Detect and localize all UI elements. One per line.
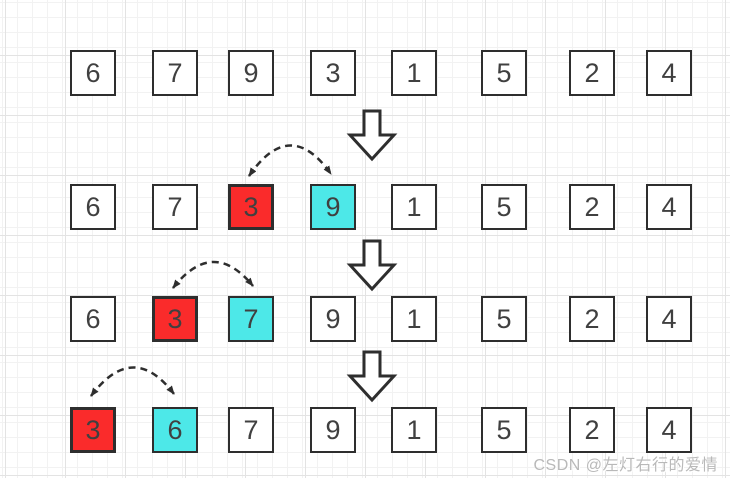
array-cell: 4 xyxy=(646,184,692,230)
array-cell-swap-target: 7 xyxy=(228,296,274,342)
watermark: CSDN @左灯右行的爱情 xyxy=(533,457,718,474)
down-arrow-icon xyxy=(346,109,398,162)
array-cell: 7 xyxy=(228,407,274,453)
array-cell: 5 xyxy=(481,50,527,96)
down-arrow-icon xyxy=(346,239,398,292)
array-cell: 1 xyxy=(391,296,437,342)
array-cell-swap-source: 3 xyxy=(152,296,198,342)
array-cell: 5 xyxy=(481,407,527,453)
array-cell: 9 xyxy=(228,50,274,96)
swap-arc-icon xyxy=(90,366,175,397)
array-cell-swap-source: 3 xyxy=(228,184,274,230)
array-cell: 7 xyxy=(152,50,198,96)
array-cell: 4 xyxy=(646,296,692,342)
array-cell: 3 xyxy=(310,50,356,96)
array-cell: 2 xyxy=(569,184,615,230)
array-cell: 5 xyxy=(481,296,527,342)
array-cell: 1 xyxy=(391,407,437,453)
array-cell: 1 xyxy=(391,50,437,96)
array-cell: 1 xyxy=(391,184,437,230)
array-cell: 2 xyxy=(569,50,615,96)
array-cell-swap-source: 3 xyxy=(70,407,116,453)
array-cell: 2 xyxy=(569,407,615,453)
array-cell: 2 xyxy=(569,296,615,342)
swap-arc-icon xyxy=(247,144,333,177)
array-cell: 5 xyxy=(481,184,527,230)
swap-arc-icon xyxy=(172,260,254,289)
array-cell: 6 xyxy=(70,296,116,342)
array-cell: 6 xyxy=(70,184,116,230)
array-cell: 9 xyxy=(310,296,356,342)
array-cell: 6 xyxy=(70,50,116,96)
array-cell-swap-target: 6 xyxy=(152,407,198,453)
array-cell: 9 xyxy=(310,407,356,453)
array-cell-swap-target: 9 xyxy=(310,184,356,230)
array-cell: 7 xyxy=(152,184,198,230)
array-cell: 4 xyxy=(646,407,692,453)
array-cell: 4 xyxy=(646,50,692,96)
down-arrow-icon xyxy=(346,350,398,403)
